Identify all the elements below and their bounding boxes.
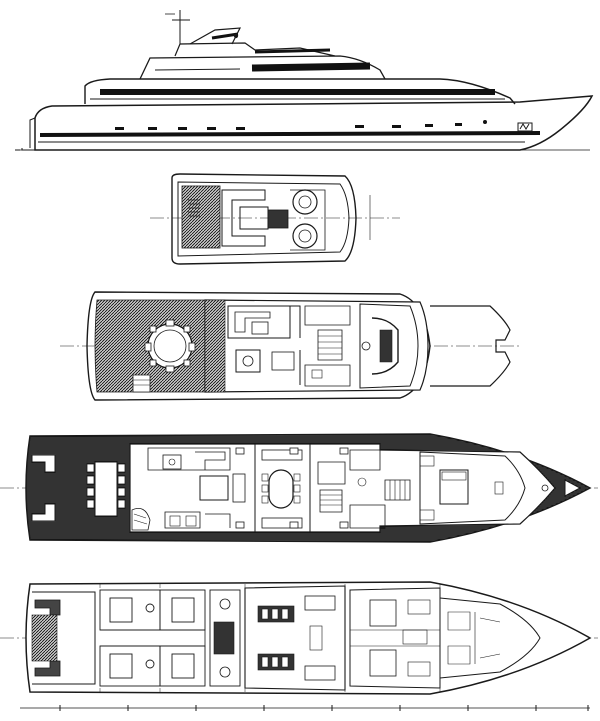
flybridge-deck-plan: [150, 173, 400, 265]
generator-2: [304, 665, 336, 681]
lounge-sofa-area: [227, 305, 291, 339]
flybridge-stairs: [188, 199, 200, 217]
owner-bed: [439, 469, 469, 505]
vip-stairs: [384, 479, 411, 501]
portholes: [115, 120, 487, 130]
aft-corridor: [100, 629, 206, 647]
flybridge-outline: [171, 173, 357, 265]
upper-aft-stairs: [132, 374, 151, 393]
bow-pulpit: [564, 479, 582, 497]
anchor-windlass: [541, 484, 549, 492]
aft-deck-dining-table: [94, 461, 118, 517]
upper-deck-plan: [60, 291, 520, 401]
spa-pool-starboard: [292, 223, 318, 249]
swim-platform: [31, 454, 56, 522]
upper-deck-windows: [251, 62, 371, 72]
saloon-zone: [147, 447, 231, 471]
helm-console: [267, 209, 289, 229]
main-aft-stairs: [131, 507, 151, 531]
crew-quarters: [439, 597, 541, 679]
generator-1: [304, 595, 336, 611]
guest-baths: [209, 589, 241, 687]
rub-rail: [39, 131, 541, 137]
saloon-coffee-table: [199, 475, 229, 501]
saloon-armchairs: [164, 511, 201, 529]
galley: [317, 461, 346, 485]
main-deck-plan: [0, 433, 598, 543]
saloon-sofa: [195, 451, 226, 470]
helm-station: [371, 317, 399, 375]
main-interior: [129, 443, 556, 533]
owner-cabin: [419, 451, 526, 525]
side-deck-fittings: [235, 447, 349, 529]
lower-deck-hull-outline: [25, 581, 592, 695]
lower-frame-lines: [99, 584, 441, 692]
upper-central-stairs: [317, 329, 343, 361]
pilothouse: [359, 303, 419, 389]
main-central-stairs: [319, 489, 343, 513]
hull-outline: [34, 95, 594, 151]
tender-garage: [32, 591, 96, 685]
flybridge-settee: [221, 189, 266, 247]
main-dining-table: [268, 469, 294, 509]
aft-guest-cabins: [99, 589, 206, 687]
spa-pool-port: [292, 189, 318, 215]
scale-bar: [20, 705, 590, 711]
game-table: [235, 349, 261, 373]
flybridge-aft-deck: [181, 185, 221, 249]
bar-unit: [271, 351, 295, 371]
bow-emblem: [517, 122, 533, 132]
lower-deck-plan: [0, 581, 598, 695]
upper-foredeck: [430, 305, 511, 387]
sky-lounge: [204, 299, 429, 393]
side-profile: [15, 10, 594, 151]
saloon-side-table: [162, 454, 182, 470]
upper-superstructure: [139, 55, 386, 80]
